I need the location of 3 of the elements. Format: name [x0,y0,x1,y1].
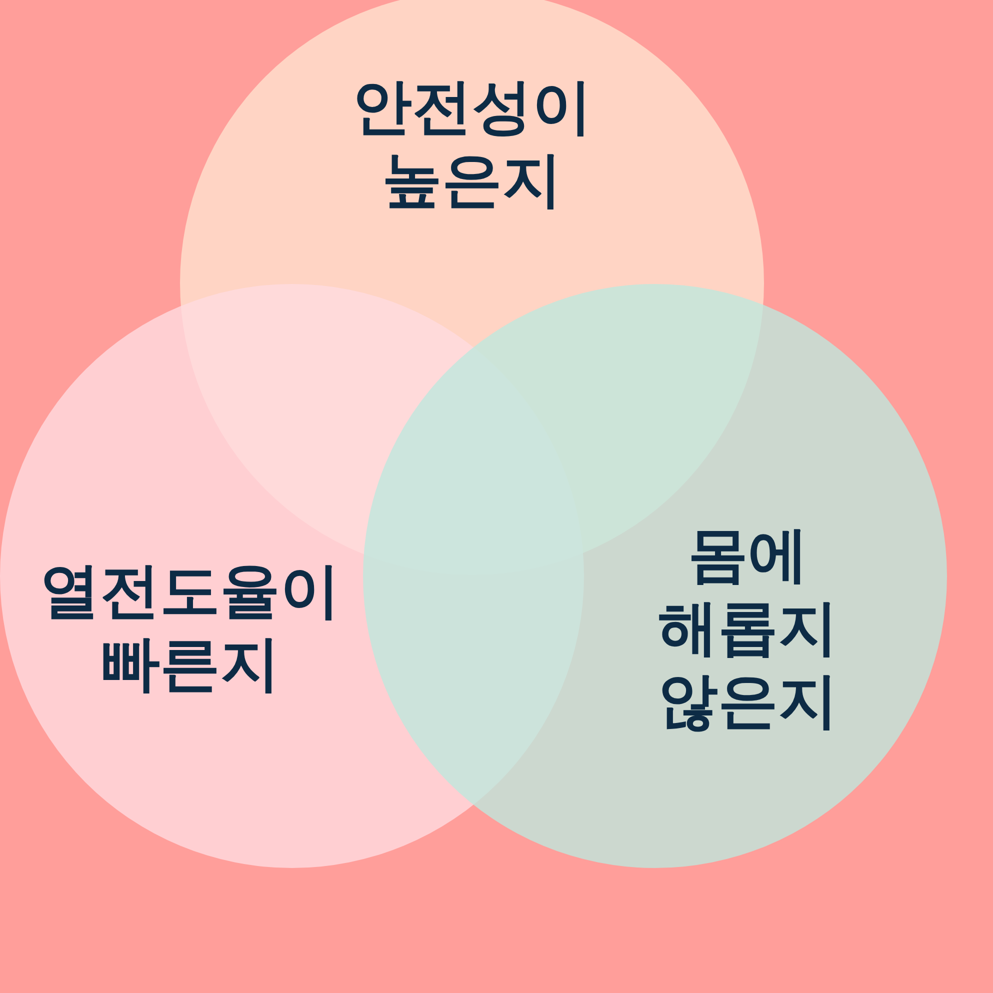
circle-label: 몸에 해롭지 않은지 [633,519,863,739]
circle-label: 안전성이 높은지 [290,71,654,218]
circle-label: 열전도율이 빠른지 [20,555,360,702]
